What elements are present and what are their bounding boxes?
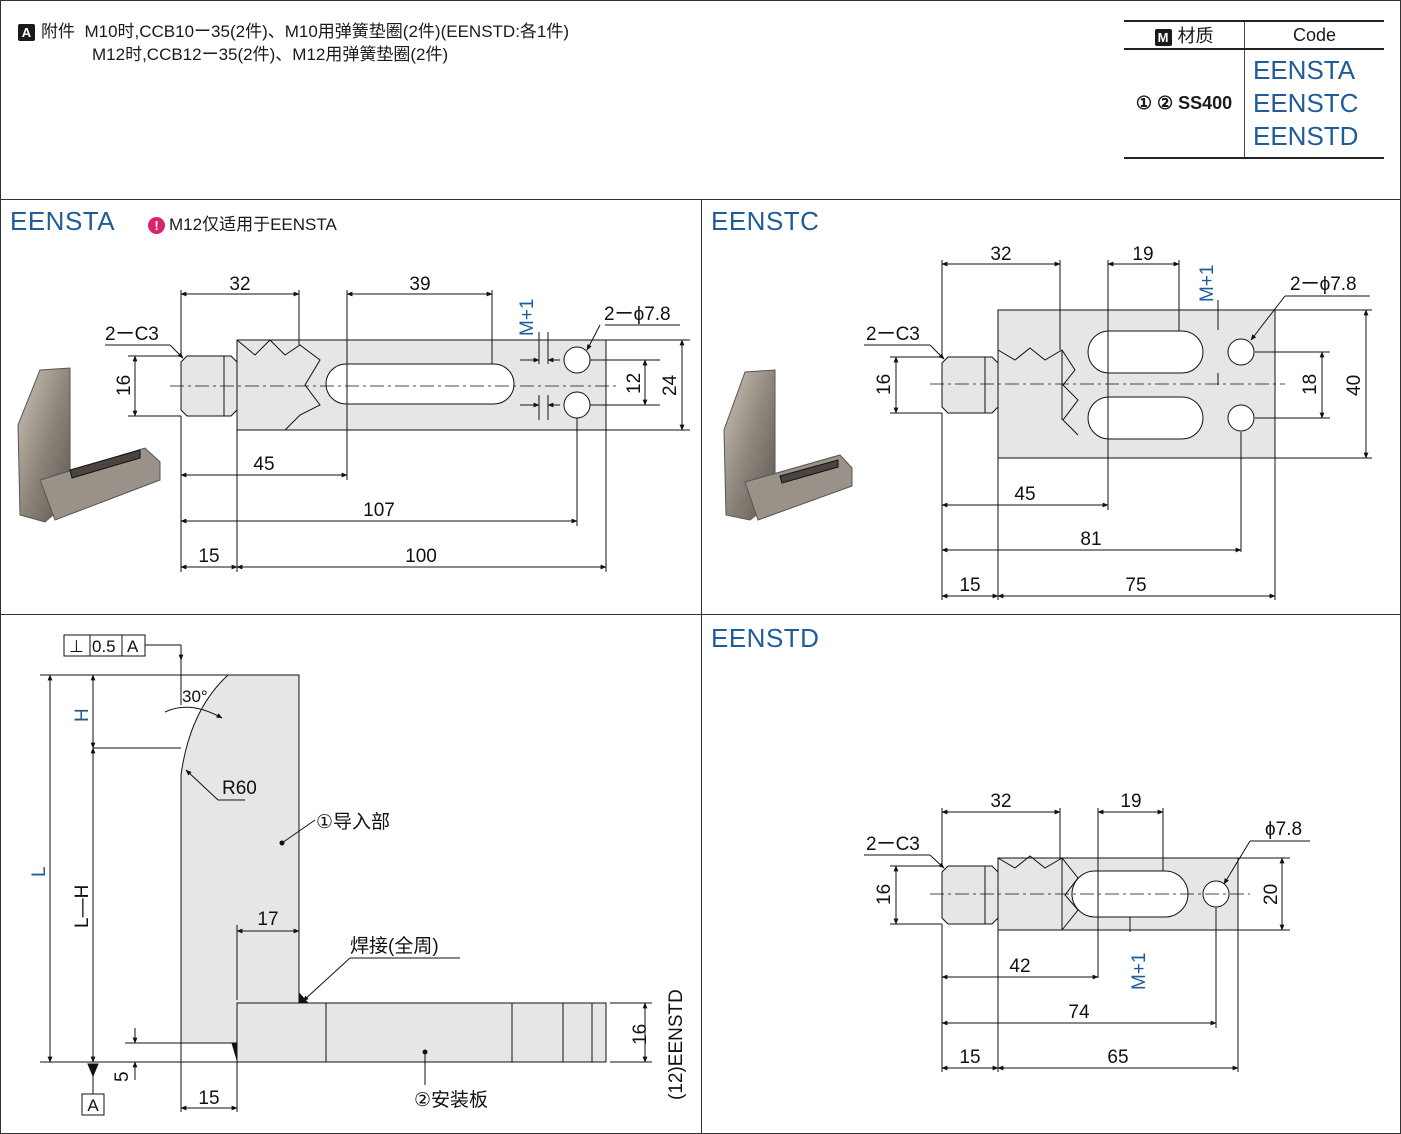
material-value: ① ② SS400 [1124,49,1245,158]
eenstc-dim-mp1: M+1 [1197,265,1218,303]
eenstd-dim-mp1: M+1 [1129,953,1150,991]
eensta-dim-mp1: M+1 [517,299,538,337]
eensta-note-text: M12仅适用于EENSTA [169,215,337,234]
accessories-label: 附件 [41,22,75,41]
eenstc-dim-45: 45 [1014,484,1035,505]
eenstd-dim-74: 74 [1068,1002,1090,1023]
eensta-dim-16: 16 [114,375,135,396]
eenstd-labels: 32 19 ϕ7.8 2ーC3 16 20 42 M+1 74 15 65 [866,791,1302,1068]
eenstc-dim-15: 15 [959,575,980,596]
eensta-photo [17,367,161,523]
eenstc-dim-75: 75 [1125,575,1146,596]
eensta-dim-12: 12 [624,373,645,394]
eenstd-dim-hole: ϕ7.8 [1265,819,1302,840]
tolerance-datum: A [127,637,139,656]
accessories-line-2: M12时,CCB12ー35(2件)、M12用弹簧垫圈(2件) [92,45,449,64]
eenstc-dim-18: 18 [1300,374,1321,395]
material-table: M 材质 Code ① ② SS400 EENSTA EENSTC EENSTD [1124,20,1384,159]
title-eenstc: EENSTC [711,206,820,236]
title-eensta: EENSTA [10,206,116,236]
side-view-drawing [40,634,652,1116]
eenstc-drawing [723,260,1372,600]
dim-15-side: 15 [198,1088,219,1109]
code-header: Code [1292,24,1337,45]
tolerance-symbol: ⊥ [69,637,84,656]
eenstd-drawing [864,808,1310,1072]
title-eenstd: EENSTD [711,623,820,653]
eenstc-dim-chamfer: 2ーC3 [866,324,920,345]
eensta-dim-chamfer: 2ーC3 [105,324,159,345]
eenstd-dim-chamfer: 2ーC3 [866,834,920,855]
eenstd-dim-15: 15 [959,1047,980,1068]
eensta-dim-45: 45 [253,454,274,475]
material-badge-icon: M [1154,28,1172,46]
part2-label: ②安装板 [414,1089,488,1111]
eenstc-dim-holes: 2ーϕ7.8 [1290,274,1357,295]
eensta-dim-39: 39 [409,274,430,295]
eenstd-dim-20: 20 [1261,884,1282,905]
code-eenstd: EENSTD [1253,121,1359,151]
lh-label: L—H [72,885,93,928]
eenstc-dim-81: 81 [1080,529,1101,550]
material-header: 材质 [1177,26,1214,46]
datum-label: A [87,1096,99,1115]
eenstc-photo [723,369,853,521]
eenstd-dim-19: 19 [1120,791,1141,812]
eensta-dim-15: 15 [198,546,219,567]
eensta-note: !M12仅适用于EENSTA [148,210,337,235]
eensta-labels: 32 39 M+1 2ーϕ7.8 2ーC3 16 12 24 45 107 15… [105,274,681,567]
eensta-dim-32: 32 [229,274,250,295]
eenstd-dim-32: 32 [990,791,1011,812]
dim-12-eenstd: (12)EENSTD [666,989,687,1100]
accessories-line-1: M10时,CCB10ー35(2件)、M10用弹簧垫圈(2件)(EENSTD:各1… [84,22,570,41]
weld-label: 焊接(全周) [350,935,439,957]
mount-plate [236,1002,607,1063]
eenstc-dim-32: 32 [990,244,1011,265]
side-view-labels: ⊥ 0.5 A 30° R60 H L L—H ①导入部 17 焊接(全周) ②… [29,637,687,1115]
dim-17: 17 [257,909,278,930]
part1-label: ①导入部 [316,811,390,833]
code-eenstc: EENSTC [1253,88,1359,118]
eenstc-dim-40: 40 [1344,375,1365,396]
eensta-dim-holes: 2ーϕ7.8 [604,304,671,325]
eenstd-dim-42: 42 [1009,956,1030,977]
eenstc-tab [941,356,999,414]
eenstc-dim-19: 19 [1132,244,1153,265]
eenstd-tab [941,865,999,925]
eenstd-dim-16: 16 [874,884,895,905]
eensta-dim-107: 107 [363,500,395,521]
radius-label: R60 [222,778,257,799]
eenstc-dim-16: 16 [874,374,895,395]
eensta-drawing [17,290,690,572]
dim-5: 5 [112,1071,133,1082]
tolerance-value: 0.5 [92,637,116,656]
guide-part [180,674,300,1044]
dim-16-side: 16 [630,1024,651,1045]
l-label: L [29,866,50,877]
code-eensta: EENSTA [1253,55,1356,85]
eensta-dim-100: 100 [405,546,437,567]
angle-label: 30° [182,687,208,706]
eenstd-dim-65: 65 [1107,1047,1128,1068]
warning-icon: ! [148,217,165,235]
eenstc-labels: 32 19 M+1 2ーϕ7.8 2ーC3 16 18 40 45 81 15 … [866,244,1365,596]
accessories-badge-icon: A [18,24,35,42]
accessories-block: A 附件 M10时,CCB10ー35(2件)、M10用弹簧垫圈(2件)(EENST… [18,20,569,43]
eensta-dim-24: 24 [660,374,681,396]
h-label: H [72,708,93,722]
